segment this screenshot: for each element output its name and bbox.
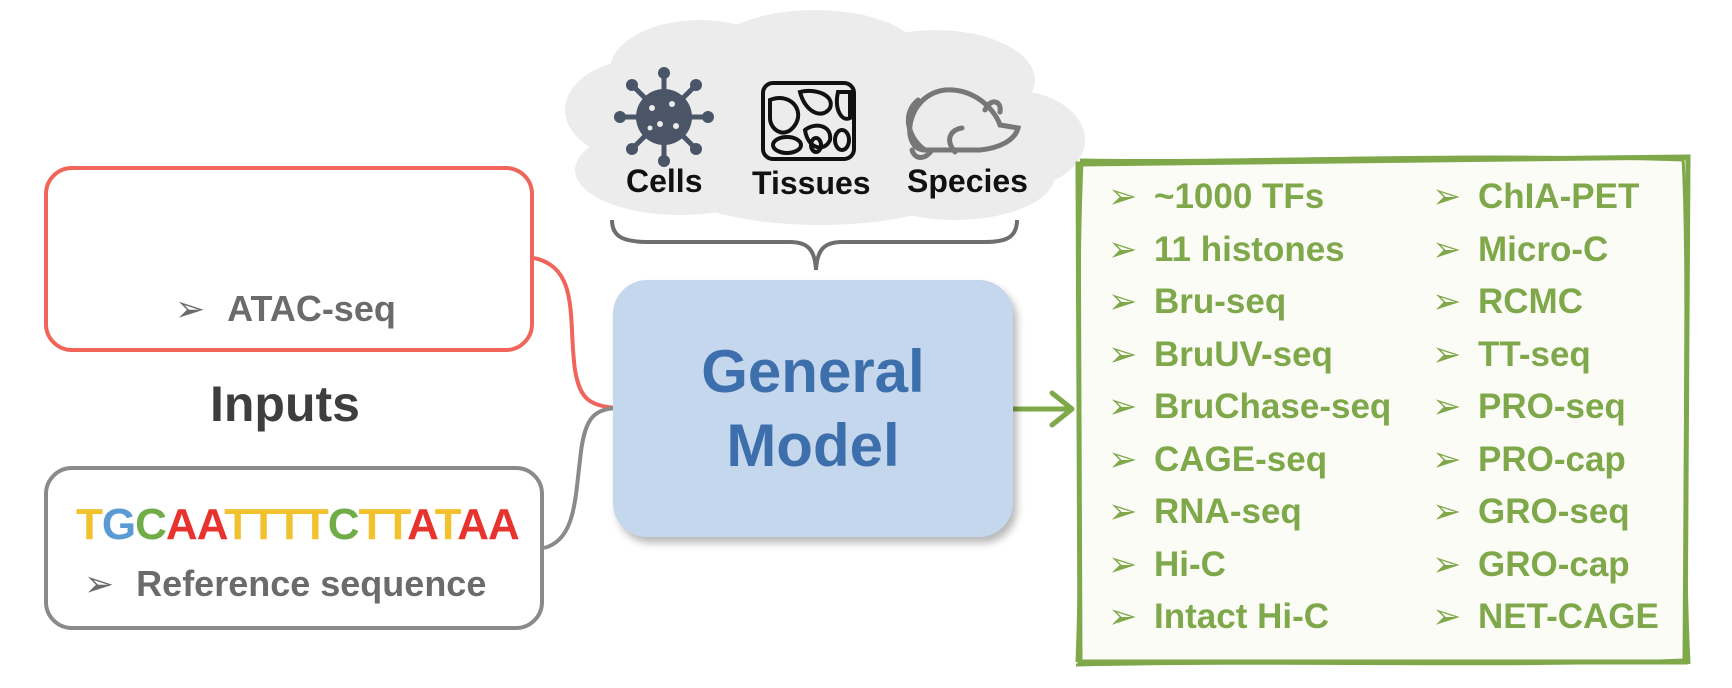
- model-title-line2: Model: [726, 411, 900, 479]
- atac-input-box: [44, 166, 534, 352]
- sequence-letter: A: [196, 500, 225, 549]
- bullet-arrow-icon: ➢: [1432, 334, 1462, 374]
- atac-label: ➢ ATAC-seq: [175, 288, 396, 330]
- general-model-box: General Model: [613, 280, 1013, 537]
- output-item-label: Hi-C: [1154, 544, 1226, 584]
- sequence-letter: A: [487, 500, 520, 549]
- sequence-letter: T: [275, 500, 303, 549]
- mouse-icon: [905, 87, 1022, 160]
- bullet-arrow-icon: ➢: [1432, 282, 1462, 321]
- output-item-label: NET-CAGE: [1478, 597, 1659, 636]
- output-item-label: TT-seq: [1478, 334, 1591, 374]
- output-item-label: GRO-cap: [1478, 544, 1630, 584]
- bullet-arrow-icon: ➢: [1432, 439, 1462, 479]
- bullet-arrow-icon: ➢: [1432, 597, 1462, 636]
- bullet-arrow-icon: ➢: [1432, 544, 1462, 584]
- sequence-letter: T: [384, 500, 408, 549]
- output-item: ➢ TT-seq: [1432, 335, 1591, 375]
- cells-label: Cells: [626, 163, 703, 199]
- bullet-arrow-icon: ➢: [1432, 492, 1462, 531]
- output-item: ➢ GRO-seq: [1432, 492, 1630, 532]
- output-item-label: 11 histones: [1154, 229, 1345, 269]
- bullet-arrow-icon: ➢: [1108, 544, 1138, 584]
- reference-input-box: [44, 466, 544, 630]
- output-item: ➢ Hi-C: [1108, 545, 1226, 585]
- dna-sequence: TGCAATTTTCTTATAA: [76, 500, 520, 550]
- sequence-letter: A: [407, 500, 435, 549]
- bullet-arrow-icon: ➢: [1432, 229, 1462, 269]
- output-item-label: CAGE-seq: [1154, 439, 1328, 479]
- species-label: Species: [907, 163, 1028, 199]
- bullet-arrow-icon: ➢: [1108, 282, 1138, 321]
- output-item: ➢ PRO-seq: [1432, 387, 1626, 427]
- output-item: ➢ Micro-C: [1432, 230, 1608, 270]
- bullet-arrow-icon: ➢: [1108, 387, 1138, 426]
- output-item-label: Intact Hi-C: [1154, 597, 1329, 636]
- output-item: ➢ CAGE-seq: [1108, 440, 1327, 480]
- tissue-icon: [761, 81, 856, 161]
- output-item-label: BruChase-seq: [1154, 387, 1392, 426]
- sequence-letter: C: [135, 500, 167, 549]
- virus-cell-icon: [614, 67, 714, 167]
- output-item: ➢ Bru-seq: [1108, 282, 1286, 322]
- output-item: ➢ BruUV-seq: [1108, 335, 1333, 375]
- bullet-arrow-icon: ➢: [1432, 387, 1462, 426]
- bullet-arrow-icon: ➢: [1108, 229, 1138, 269]
- sequence-letter: T: [358, 500, 386, 549]
- output-item: ➢ GRO-cap: [1432, 545, 1630, 585]
- arrow-right-icon: [1011, 390, 1075, 428]
- tissues-label: Tissues: [752, 165, 871, 201]
- sequence-letter: T: [250, 500, 277, 549]
- bullet-arrow-icon: ➢: [1108, 439, 1138, 479]
- output-item-label: Micro-C: [1478, 229, 1609, 269]
- bullet-arrow-icon: ➢: [1108, 597, 1138, 636]
- inputs-title: Inputs: [210, 376, 360, 432]
- atac-label-text: ATAC-seq: [227, 288, 396, 329]
- output-item: ➢ RCMC: [1432, 282, 1583, 322]
- bullet-arrow-icon: ➢: [175, 288, 206, 329]
- output-item-label: ~1000 TFs: [1154, 177, 1325, 216]
- output-item: ➢ Intact Hi-C: [1108, 597, 1329, 637]
- reference-label: ➢ Reference sequence: [84, 563, 486, 605]
- output-item: ➢ ChIA-PET: [1432, 177, 1639, 217]
- output-item: ➢ RNA-seq: [1108, 492, 1302, 532]
- output-item: ➢ 11 histones: [1108, 230, 1345, 270]
- reference-label-text: Reference sequence: [136, 563, 487, 604]
- model-title-line1: General: [701, 338, 925, 406]
- output-item-label: GRO-seq: [1478, 492, 1630, 531]
- bullet-arrow-icon: ➢: [1108, 177, 1138, 216]
- output-item-label: BruUV-seq: [1154, 334, 1333, 374]
- output-item: ➢ NET-CAGE: [1432, 597, 1659, 637]
- bullet-arrow-icon: ➢: [1108, 334, 1138, 374]
- output-item-label: PRO-cap: [1478, 439, 1626, 479]
- output-item: ➢ ~1000 TFs: [1108, 177, 1324, 217]
- output-item-label: ChIA-PET: [1478, 177, 1640, 216]
- output-item-label: RCMC: [1478, 282, 1583, 321]
- brace-icon: [610, 219, 1019, 271]
- sequence-letter: T: [224, 500, 251, 549]
- reference-connector: [543, 406, 616, 550]
- output-item-label: RNA-seq: [1154, 492, 1302, 531]
- output-item-label: Bru-seq: [1154, 282, 1287, 321]
- sequence-letter: T: [76, 500, 103, 549]
- output-item: ➢ PRO-cap: [1432, 440, 1626, 480]
- output-item: ➢ BruChase-seq: [1108, 387, 1391, 427]
- atac-connector: [533, 256, 616, 410]
- model-title: General Model: [701, 335, 924, 481]
- sequence-letter: A: [457, 500, 489, 549]
- sequence-letter: T: [434, 500, 459, 549]
- sequence-letter: G: [101, 500, 136, 549]
- bullet-arrow-icon: ➢: [1108, 492, 1138, 531]
- bullet-arrow-icon: ➢: [84, 563, 115, 604]
- sequence-letter: T: [301, 500, 329, 549]
- sequence-letter: A: [165, 500, 198, 549]
- sequence-letter: C: [327, 500, 360, 549]
- output-item-label: PRO-seq: [1478, 387, 1626, 426]
- bullet-arrow-icon: ➢: [1432, 177, 1462, 216]
